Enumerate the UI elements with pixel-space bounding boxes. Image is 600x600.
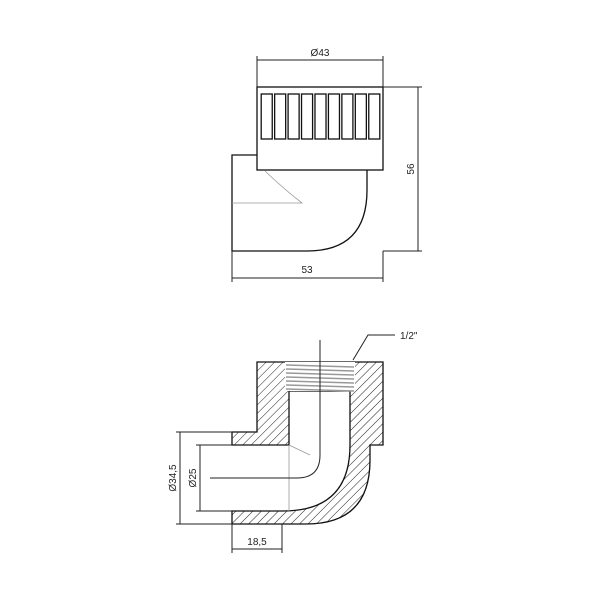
grip-slot xyxy=(260,93,273,140)
thread-leader: 1/2" xyxy=(352,331,418,361)
dimension-diameter-34-5: Ø34,5 xyxy=(168,431,232,525)
fitting-section-hatched xyxy=(231,361,384,525)
nut-body xyxy=(256,86,384,171)
grip-slot xyxy=(287,93,300,140)
dimension-height-56: 56 xyxy=(383,86,422,252)
grip-slots xyxy=(260,93,381,140)
grip-slot xyxy=(273,93,287,140)
dim-label: 53 xyxy=(301,265,313,276)
section-view: 1/2" Ø34,5 Ø25 18,5 xyxy=(168,331,418,553)
dim-label: Ø34,5 xyxy=(168,464,179,492)
elbow-bend xyxy=(306,170,368,252)
dimension-diameter-25: Ø25 xyxy=(188,444,232,512)
grip-slot xyxy=(341,93,354,140)
top-view: Ø43 56 53 xyxy=(231,48,422,282)
dimension-width-53: 53 xyxy=(231,251,384,282)
grip-slot xyxy=(300,93,314,140)
dimension-socket-18-5: 18,5 xyxy=(231,524,283,553)
dim-label: Ø25 xyxy=(188,468,199,487)
grip-slot xyxy=(314,93,327,140)
grip-slot xyxy=(354,93,368,140)
dim-label: 56 xyxy=(406,163,417,175)
dim-label: 18,5 xyxy=(247,537,267,548)
bend-hidden-line xyxy=(232,170,304,204)
center-line xyxy=(210,340,321,479)
thread-label: 1/2" xyxy=(400,331,418,342)
dim-label: Ø43 xyxy=(311,48,330,59)
grip-slot xyxy=(368,93,381,140)
dimension-diameter-43: Ø43 xyxy=(256,48,384,87)
grip-slot xyxy=(327,93,341,140)
